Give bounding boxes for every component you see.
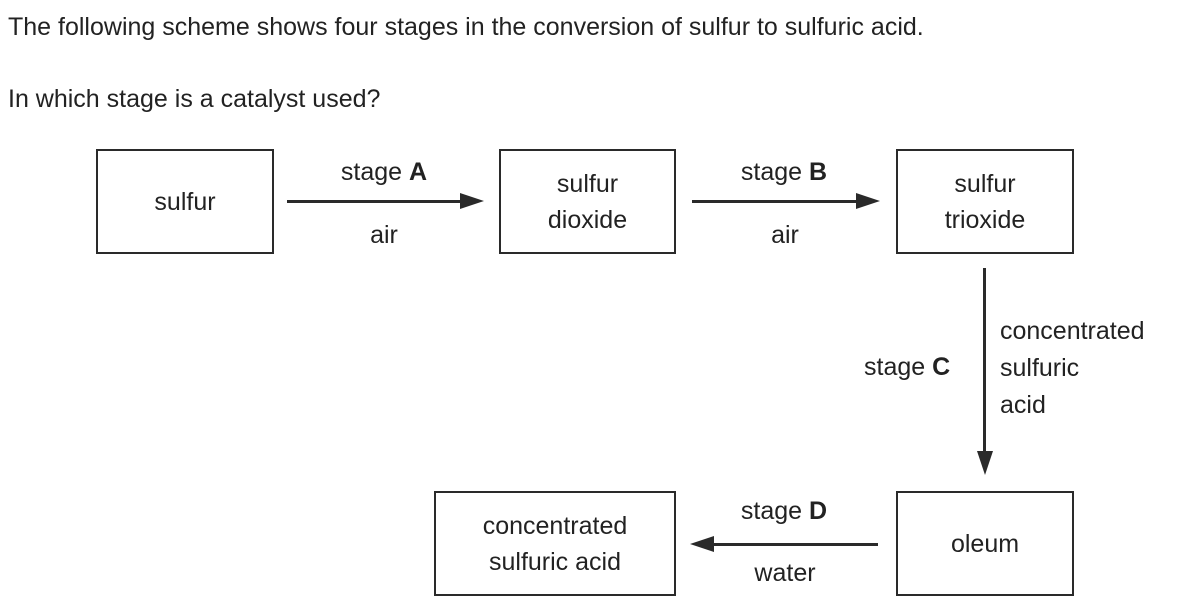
box-sulfur: sulfur <box>96 149 274 254</box>
box-sulfur-dioxide: sulfur dioxide <box>499 149 676 254</box>
label-stage-a: stage A <box>340 158 428 186</box>
box-sulfur-trioxide-line1: sulfur <box>954 169 1016 198</box>
condition-stage-a: air <box>370 221 398 249</box>
arrow-stage-b <box>692 200 858 203</box>
box-sulfur-dioxide-line1: sulfur <box>556 169 619 198</box>
box-conc-acid-line2: sulfuric acid <box>489 547 621 576</box>
condition-stage-c-line3: acid <box>1000 391 1046 419</box>
condition-stage-c: concentrated sulfuric acid <box>1000 313 1145 424</box>
label-stage-c: stage C <box>864 353 951 381</box>
arrowhead-stage-b <box>856 193 880 209</box>
question-line-2: In which stage is a catalyst used? <box>8 85 381 113</box>
label-stage-b: stage B <box>740 158 828 186</box>
condition-stage-c-line1: concentrated <box>1000 317 1145 345</box>
box-sulfur-label: sulfur <box>154 187 216 216</box>
arrow-stage-c <box>983 268 986 453</box>
arrowhead-stage-d <box>690 536 714 552</box>
box-conc-acid-line1: concentrated <box>482 511 628 540</box>
box-sulfur-trioxide: sulfur trioxide <box>896 149 1074 254</box>
condition-stage-b: air <box>771 221 799 249</box>
arrowhead-stage-a <box>460 193 484 209</box>
arrow-stage-a <box>287 200 462 203</box>
box-sulfur-dioxide-line2: dioxide <box>547 205 628 234</box>
condition-stage-d: water <box>754 559 816 587</box>
box-oleum-label: oleum <box>950 529 1020 558</box>
condition-stage-c-line2: sulfuric <box>1000 354 1080 382</box>
label-stage-d: stage D <box>740 497 828 525</box>
box-sulfur-trioxide-line2: trioxide <box>944 205 1026 234</box>
question-line-1: The following scheme shows four stages i… <box>8 13 924 41</box>
box-concentrated-sulfuric-acid: concentrated sulfuric acid <box>434 491 676 596</box>
arrow-stage-d <box>712 543 878 546</box>
arrowhead-stage-c <box>977 451 993 475</box>
box-oleum: oleum <box>896 491 1074 596</box>
